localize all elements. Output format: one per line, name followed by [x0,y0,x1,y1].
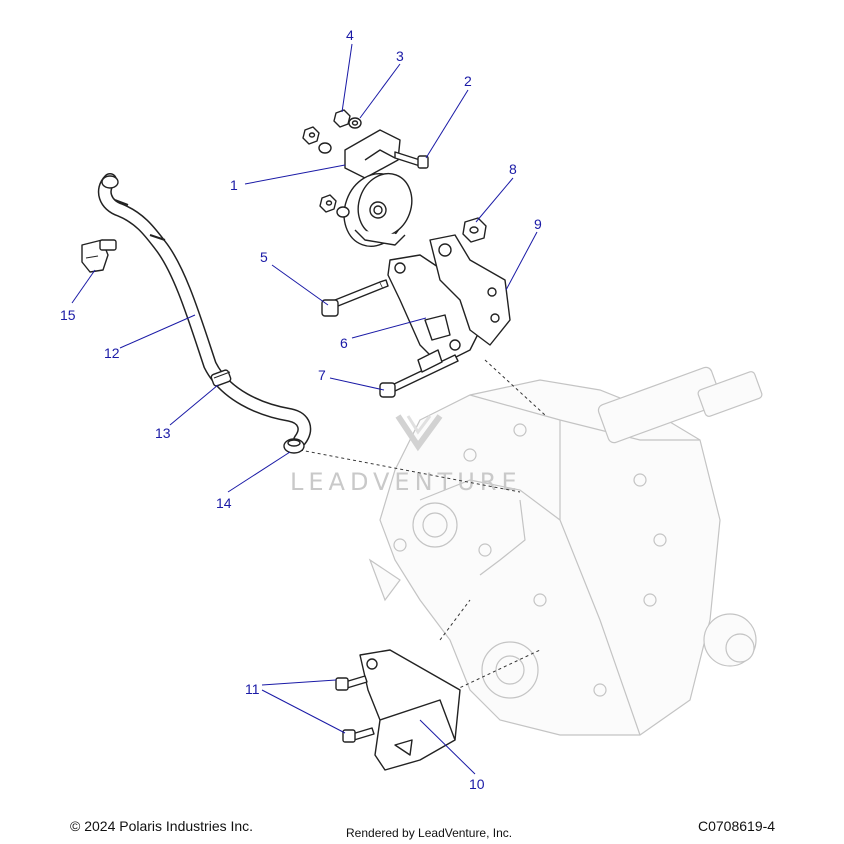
part-5-bolt [321,279,389,317]
parts [81,109,511,771]
part-2-bolt [394,151,429,169]
part-9-bracket [429,234,511,346]
callout-3: 3 [396,48,404,64]
part-13-clamp [210,369,232,387]
part-7-bolt [379,349,459,398]
callout-11: 11 [245,681,260,697]
callout-2: 2 [464,73,472,89]
callout-9: 9 [534,216,542,232]
callout-15: 15 [60,307,76,323]
callout-12: 12 [104,345,120,361]
guide-lines [299,359,546,691]
part-14-clamp [283,438,305,454]
leader-lines [71,43,538,775]
part-8-nut [462,217,487,243]
leadventure-watermark: LEADVENTURE [290,414,522,496]
callout-7: 7 [318,367,326,383]
part-11-bolts [335,675,375,743]
callout-10: 10 [469,776,485,792]
callout-6: 6 [340,335,348,351]
transmission-ghost [368,366,763,736]
part-10-bracket [359,649,461,771]
copyright-text: © 2024 Polaris Industries Inc. [70,818,254,834]
part-3-washers [318,117,362,218]
callout-1: 1 [230,177,238,193]
callout-13: 13 [155,425,171,441]
callout-14: 14 [216,495,232,511]
part-1-mount [343,129,413,247]
callout-8: 8 [509,161,517,177]
part-4-nuts [302,109,351,213]
diagram-code: C0708619-4 [698,818,776,834]
part-12-hose [97,173,312,447]
callout-4: 4 [346,27,354,43]
rendered-by-text: Rendered by LeadVenture, Inc. [346,826,513,840]
part-6-bracket [387,254,481,366]
watermark-text: LEADVENTURE [290,468,522,496]
part-15-fitting [81,239,117,273]
callouts: 1 2 3 4 5 6 7 8 9 10 11 12 13 14 15 [60,27,542,792]
callout-5: 5 [260,249,268,265]
